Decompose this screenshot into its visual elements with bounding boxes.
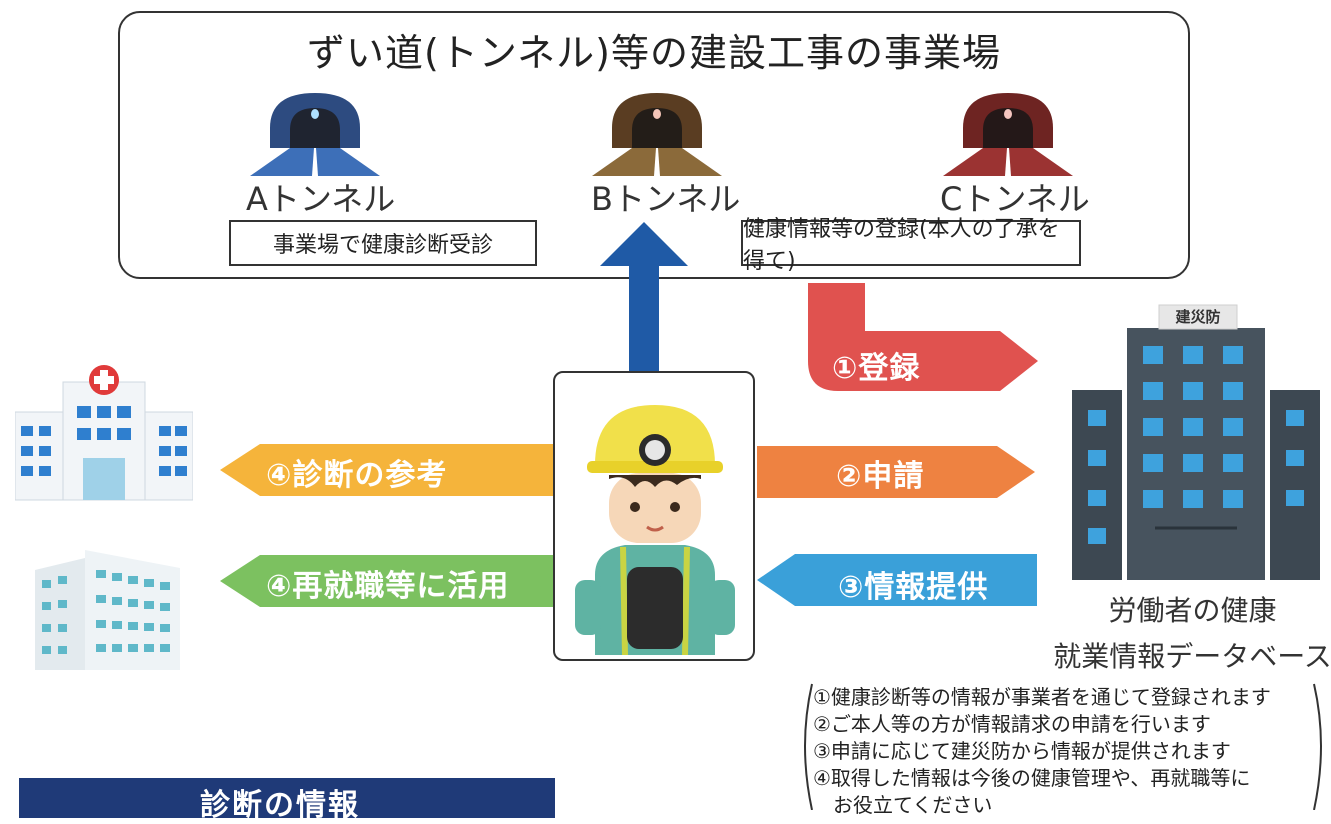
diagnosis-label: ④診断の参考 bbox=[266, 458, 448, 493]
provide-arrow bbox=[757, 554, 1037, 606]
provide-label: ③情報提供 bbox=[838, 570, 989, 605]
building-sign: 建災防 bbox=[1175, 308, 1221, 326]
tunnel-a-label: Aトンネル bbox=[246, 180, 396, 218]
up-arrow bbox=[600, 222, 688, 378]
database-building-icon bbox=[1072, 304, 1320, 580]
tunnel-c-label: Cトンネル bbox=[940, 180, 1090, 218]
bottom-banner-text: 診断の情報 bbox=[200, 788, 360, 823]
office-building-icon bbox=[35, 550, 180, 670]
tunnel-c-icon bbox=[943, 93, 1073, 176]
worker-illustration bbox=[575, 405, 735, 655]
hospital-icon bbox=[15, 365, 193, 501]
note-item: ①健康診断等の情報が事業者を通じて登録されます bbox=[813, 685, 1271, 709]
database-label: 労働者の健康 就業情報データベース bbox=[1045, 588, 1331, 680]
database-label-line1: 労働者の健康 bbox=[1108, 594, 1277, 627]
notes-brackets bbox=[804, 683, 1322, 810]
note-item: ④取得した情報は今後の健康管理や、再就職等に bbox=[813, 766, 1251, 790]
registration-consent-note: 健康情報等の登録(本人の了承を得て) bbox=[741, 217, 1081, 274]
note-item: ③申請に応じて建災防から情報が提供されます bbox=[813, 739, 1231, 763]
site-checkup-note: 事業場で健康診断受診 bbox=[229, 220, 537, 266]
reemploy-label: ④再就職等に活用 bbox=[266, 569, 510, 604]
apply-label: ②申請 bbox=[836, 459, 925, 494]
tunnel-b-label: Bトンネル bbox=[591, 180, 741, 218]
diagnosis-arrow bbox=[220, 444, 555, 496]
notes-list: ①健康診断等の情報が事業者を通じて登録されます ②ご本人等の方が情報請求の申請を… bbox=[813, 684, 1271, 819]
database-label-line2: 就業情報データベース bbox=[1053, 640, 1331, 673]
register-label: ①登録 bbox=[832, 351, 921, 386]
note-item: ②ご本人等の方が情報請求の申請を行います bbox=[813, 712, 1211, 736]
note-item: お役立てください bbox=[833, 793, 993, 817]
apply-arrow bbox=[757, 446, 1035, 498]
tunnel-a-icon bbox=[250, 93, 380, 176]
reemploy-arrow bbox=[220, 555, 555, 607]
site-title: ずい道(トンネル)等の建設工事の事業場 bbox=[307, 31, 1001, 75]
register-arrow bbox=[808, 283, 1038, 391]
tunnel-b-icon bbox=[592, 93, 722, 176]
